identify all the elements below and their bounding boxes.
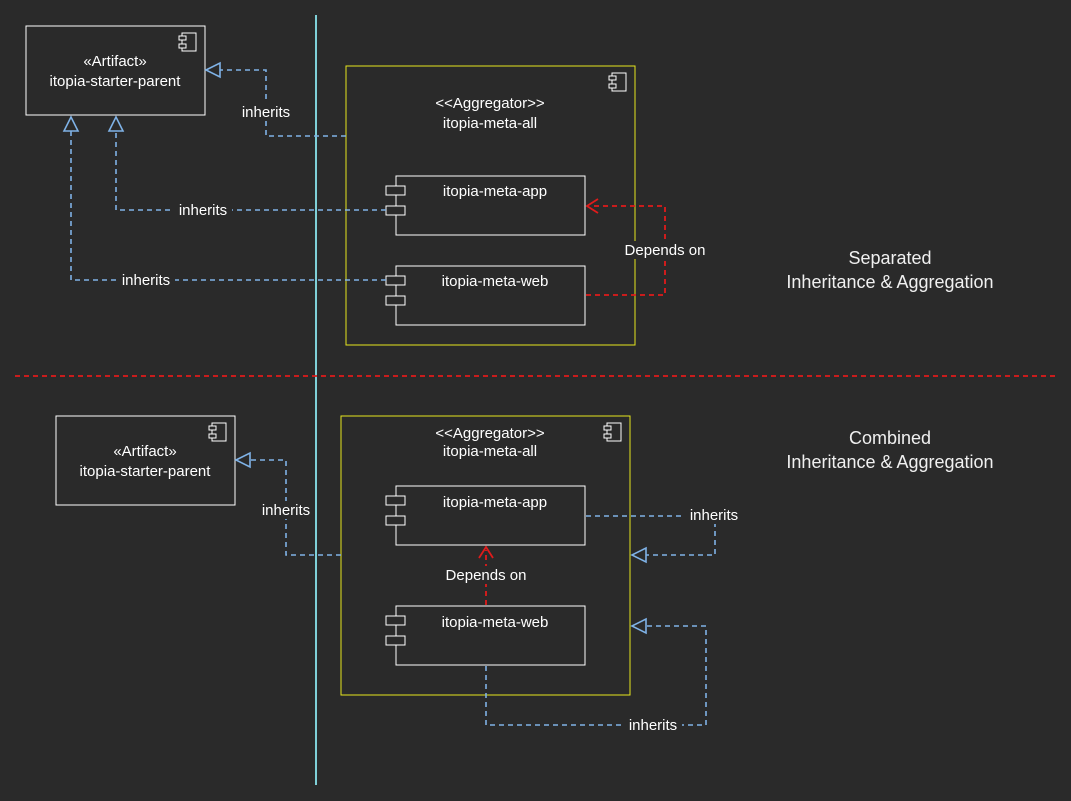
top-parent-artifact[interactable]: «Artifact» itopia-starter-parent: [25, 25, 206, 116]
bottom-inherits-app-label: inherits: [690, 507, 738, 524]
bottom-edge-inherits-app: inherits: [586, 506, 743, 564]
top-parent-name: itopia-starter-parent: [50, 73, 182, 90]
top-inherits-app-label: inherits: [179, 202, 227, 219]
bottom-web-module[interactable]: itopia-meta-web: [385, 605, 586, 666]
bottom-app-module[interactable]: itopia-meta-app: [385, 485, 586, 546]
bottom-aggregator-name: itopia-meta-all: [443, 443, 537, 460]
top-aggregator-stereotype: <<Aggregator>>: [435, 95, 544, 112]
top-app-name: itopia-meta-app: [443, 183, 547, 200]
top-depends-label: Depends on: [625, 242, 706, 259]
top-edge-inherits-app: inherits: [107, 115, 386, 219]
bottom-parent-stereotype: «Artifact»: [113, 443, 176, 460]
bottom-parent-name: itopia-starter-parent: [80, 463, 212, 480]
bottom-inherits-web-label: inherits: [629, 717, 677, 734]
top-edge-inherits-web: inherits: [62, 115, 386, 289]
top-inherits-web-label: inherits: [122, 272, 170, 289]
top-section: «Artifact» itopia-starter-parent <<Aggre…: [25, 25, 994, 346]
top-caption-line1: Separated: [848, 248, 931, 268]
bottom-aggregator-stereotype: <<Aggregator>>: [435, 425, 544, 442]
component-icon: [603, 422, 622, 442]
bottom-edge-depends: Depends on: [440, 545, 532, 605]
top-inherits-aggregator-label: inherits: [242, 104, 290, 121]
bottom-edge-inherits-aggregator: inherits: [234, 451, 341, 556]
top-edge-depends: Depends on: [585, 198, 710, 296]
top-web-name: itopia-meta-web: [442, 273, 549, 290]
bottom-inherits-aggregator-label: inherits: [262, 502, 310, 519]
component-icon: [608, 72, 627, 92]
top-parent-stereotype: «Artifact»: [83, 53, 146, 70]
bottom-web-name: itopia-meta-web: [442, 614, 549, 631]
top-caption-line2: Inheritance & Aggregation: [786, 272, 993, 292]
bottom-caption-line1: Combined: [849, 428, 931, 448]
top-app-module[interactable]: itopia-meta-app: [385, 175, 586, 236]
bottom-depends-label: Depends on: [446, 567, 527, 584]
bottom-caption-line2: Inheritance & Aggregation: [786, 452, 993, 472]
bottom-edge-inherits-web: inherits: [485, 617, 707, 734]
top-aggregator-name: itopia-meta-all: [443, 115, 537, 132]
component-icon: [208, 422, 227, 442]
bottom-section: «Artifact» itopia-starter-parent <<Aggre…: [55, 415, 994, 734]
component-icon: [178, 32, 197, 52]
top-web-module[interactable]: itopia-meta-web: [385, 265, 586, 326]
bottom-app-name: itopia-meta-app: [443, 494, 547, 511]
top-edge-inherits-aggregator: inherits: [204, 61, 346, 137]
bottom-parent-artifact[interactable]: «Artifact» itopia-starter-parent: [55, 415, 236, 506]
